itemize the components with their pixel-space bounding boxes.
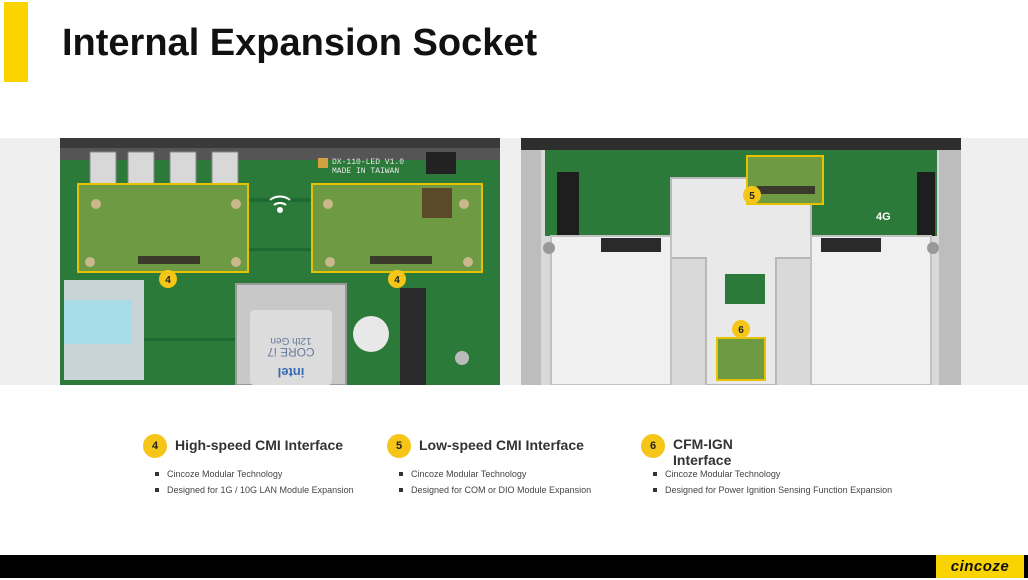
feature-title: CFM-IGN Interface [673, 436, 733, 468]
feature-title: High-speed CMI Interface [175, 437, 344, 453]
board-photo-right: 4G 5 6 [521, 138, 961, 385]
cpu-model-label: CORE i7 [267, 345, 315, 359]
feature-title: Low-speed CMI Interface [419, 437, 584, 453]
cpu-gen-label: 12th Gen [270, 335, 311, 346]
board-silk-line2: MADE IN TAIWAN [332, 167, 399, 176]
feature-bullet: Designed for 1G / 10G LAN Module Expansi… [155, 482, 354, 498]
footer-bar [0, 555, 1028, 578]
wifi-icon [269, 195, 291, 213]
marker-badge: 5 [743, 186, 761, 204]
accent-bar [4, 2, 28, 82]
board-4g-label: 4G [876, 211, 891, 223]
board-silk-line1: DX-110-LED V1.0 [332, 158, 404, 167]
feature-bullet: Designed for COM or DIO Module Expansion [399, 482, 591, 498]
marker-badge: 4 [159, 270, 177, 288]
feature-bullet-list: Cincoze Modular Technology Designed for … [399, 466, 591, 498]
page-title: Internal Expansion Socket [62, 22, 538, 64]
brand-logo: cincoze [936, 555, 1024, 578]
feature-bullet-list: Cincoze Modular Technology Designed for … [155, 466, 354, 498]
feature-number-badge: 6 [641, 434, 665, 458]
feature-bullet: Designed for Power Ignition Sensing Func… [653, 482, 892, 498]
cpu-brand-label: intel [278, 365, 305, 380]
feature-bullet-list: Cincoze Modular Technology Designed for … [653, 466, 892, 498]
marker-badge: 4 [388, 270, 406, 288]
marker-label: 6 [738, 325, 744, 336]
feature-bullet: Cincoze Modular Technology [399, 466, 591, 482]
feature-bullet: Cincoze Modular Technology [653, 466, 892, 482]
board-photo-left: DX-110-LED V1.0 MADE IN TAIWAN 12th Gen … [60, 138, 500, 385]
feature-bullet: Cincoze Modular Technology [155, 466, 354, 482]
marker-label: 4 [394, 275, 400, 286]
marker-label: 4 [165, 275, 171, 286]
marker-label: 5 [749, 191, 755, 202]
marker-badge: 6 [732, 320, 750, 338]
feature-number-badge: 4 [143, 434, 167, 458]
feature-number-badge: 5 [387, 434, 411, 458]
